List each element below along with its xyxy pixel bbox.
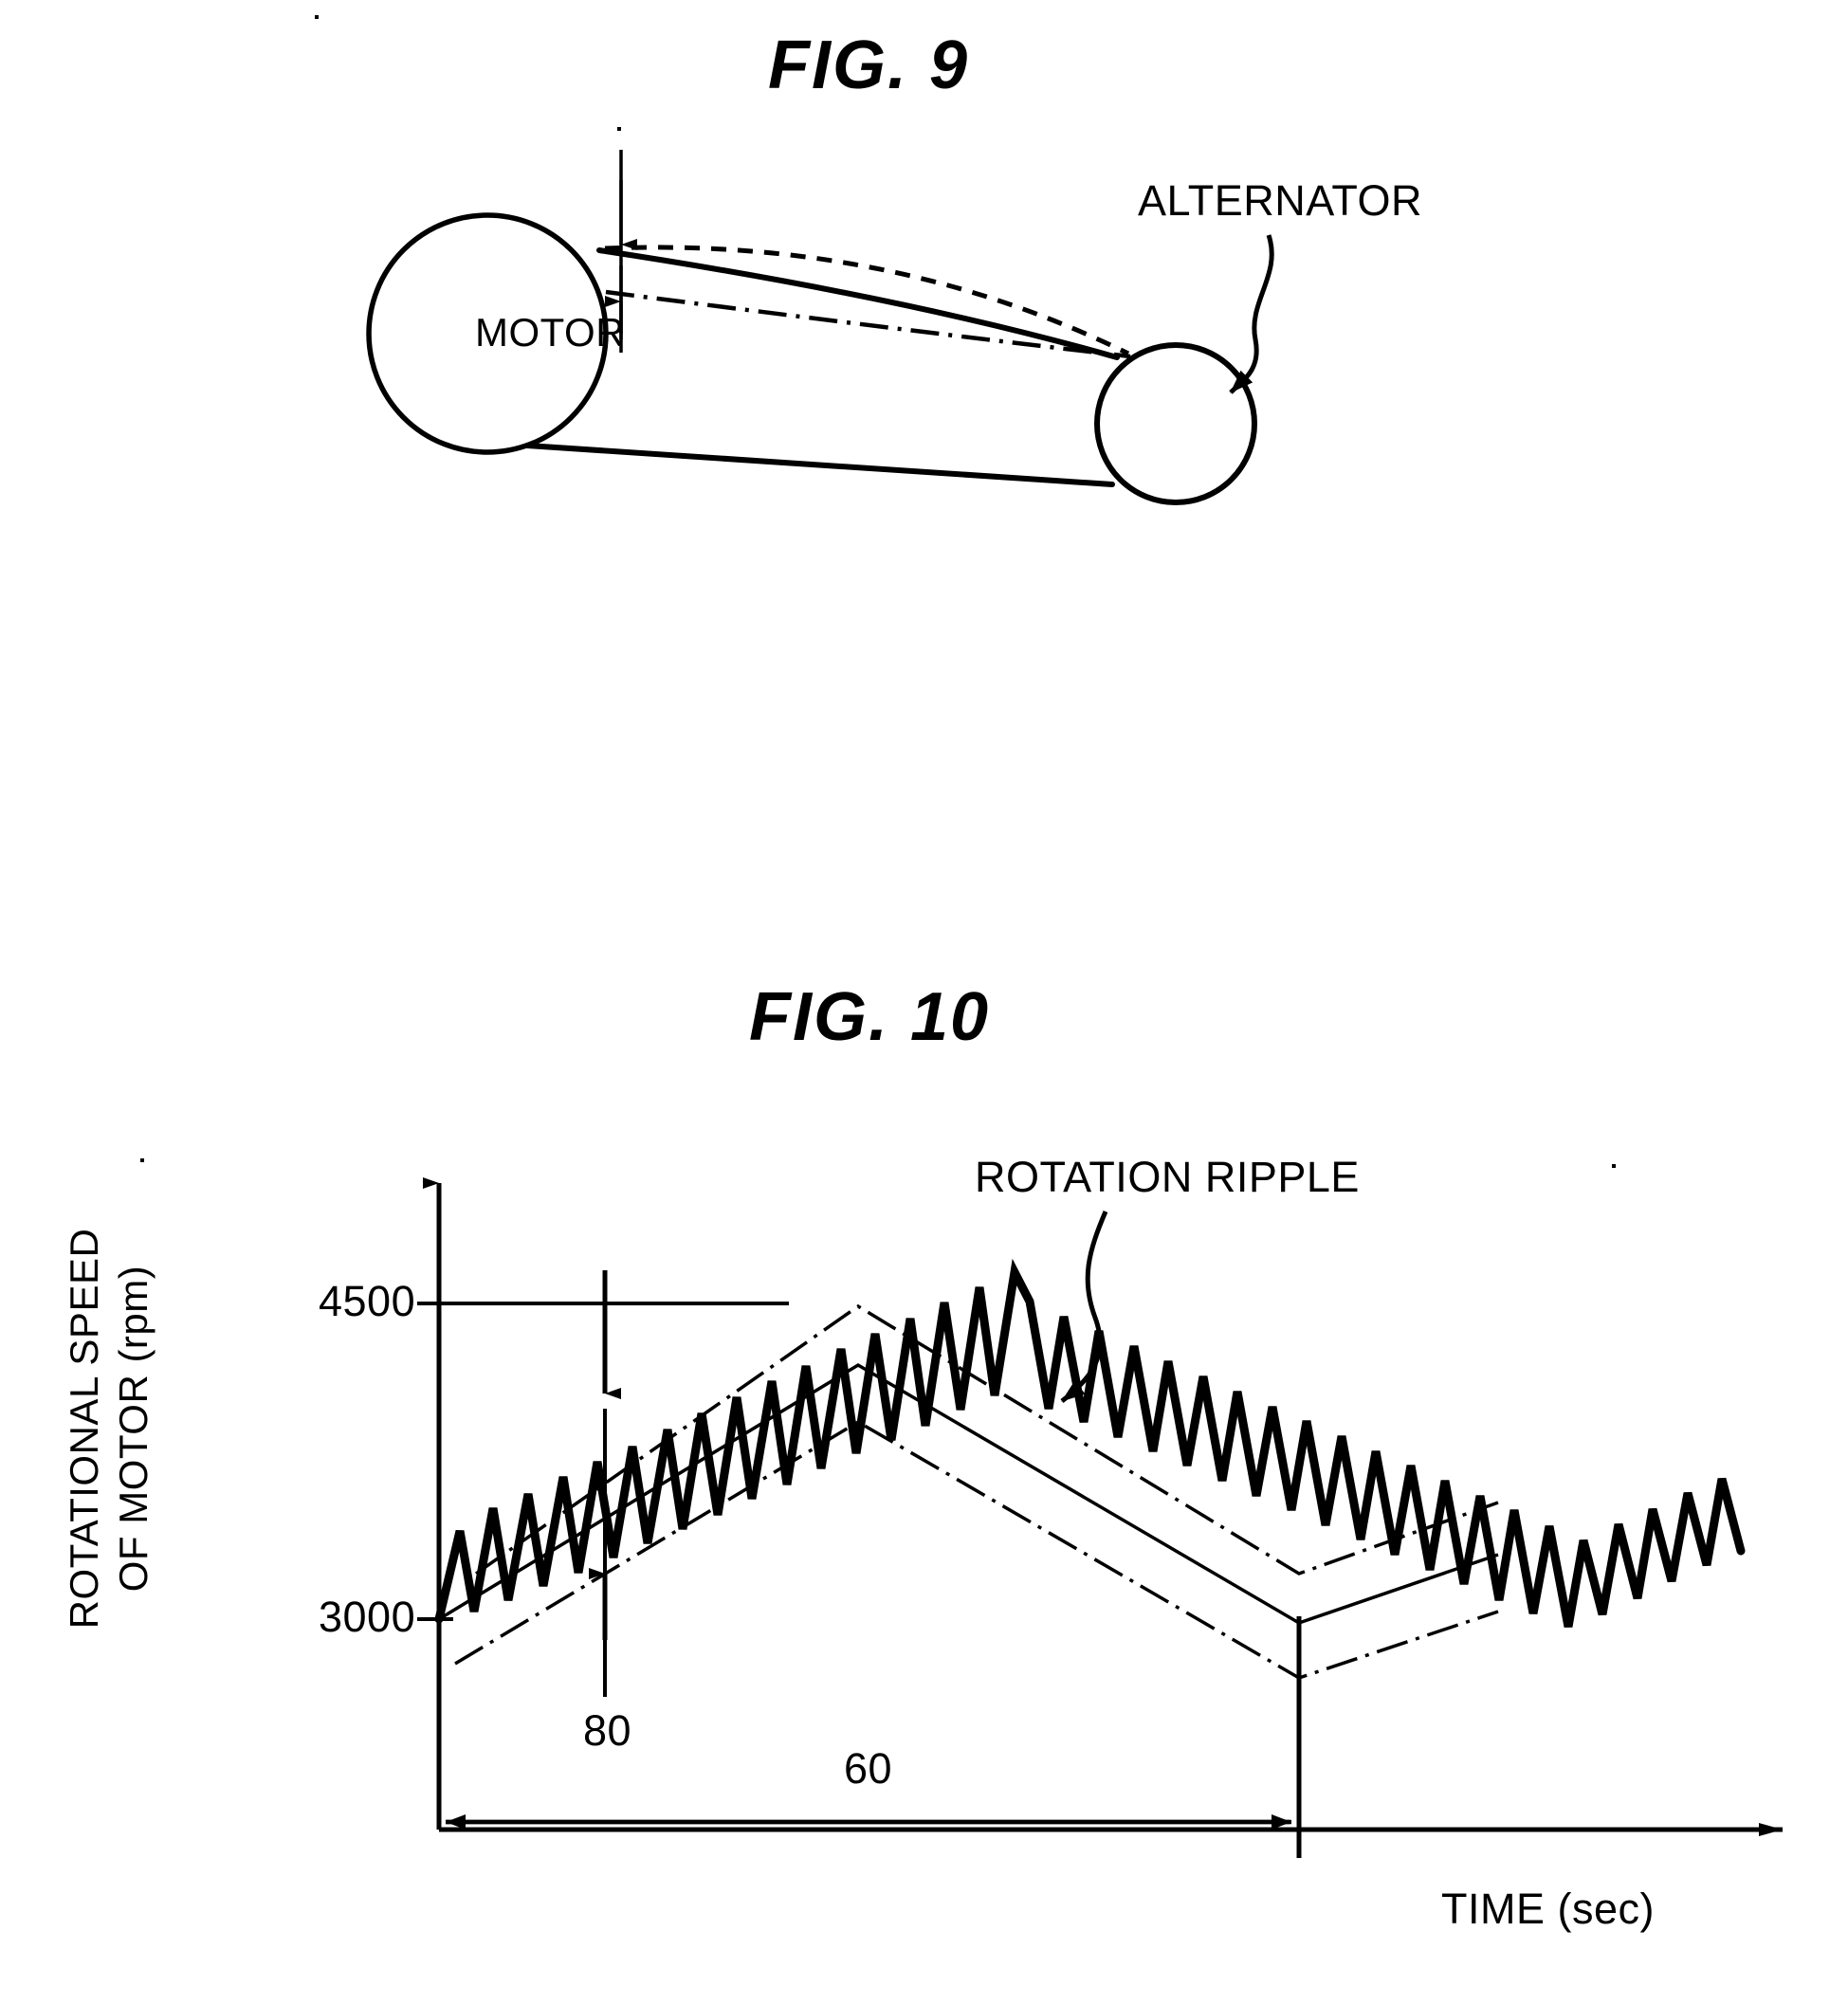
rotation-ripple-label: ROTATION RIPPLE — [975, 1153, 1360, 1201]
belt-lower-span — [524, 443, 1115, 487]
figure-10-title: FIG. 10 — [749, 979, 991, 1055]
ripple-period-annotation — [446, 1616, 1302, 1858]
motor-pulley-label: MOTOR — [475, 310, 626, 355]
y-axis-label-line-1: ROTATIONAL SPEED — [62, 1228, 106, 1630]
scan-speck — [140, 1158, 144, 1162]
rotation-speed-waveform — [434, 1258, 1746, 1628]
alternator-pulley-circle — [1094, 342, 1257, 505]
belt-vibration-upper-dashed — [604, 245, 1130, 356]
y-axis-label: ROTATIONAL SPEED OF MOTOR (rpm) — [60, 1201, 158, 1656]
lower-ripple-envelope — [454, 1419, 1499, 1680]
ripple-amplitude-value-label: 80 — [583, 1706, 632, 1755]
upper-ripple-envelope — [474, 1303, 1499, 1576]
belt-vibration-lower-dashdot — [605, 289, 1131, 359]
alternator-leader-line — [1229, 234, 1274, 394]
ripple-period-value-label: 60 — [844, 1744, 893, 1793]
y-axis-label-line-2: OF MOTOR (rpm) — [111, 1265, 156, 1593]
mean-speed-trend-line — [438, 1362, 1499, 1625]
y-axis-tick-label-4500: 4500 — [319, 1277, 416, 1325]
belt-upper-span-solid — [596, 247, 1120, 360]
scan-speck — [1612, 1164, 1616, 1168]
alternator-label: ALTERNATOR — [1138, 176, 1423, 225]
x-axis-label: TIME (sec) — [1441, 1885, 1655, 1933]
figure-9-title: FIG. 9 — [768, 27, 970, 103]
scan-speck — [1521, 1543, 1525, 1547]
scan-speck — [315, 15, 319, 19]
y-axis-tick-label-3000: 3000 — [319, 1593, 416, 1641]
figure-10-plot — [434, 1258, 1746, 1680]
scan-speck — [617, 127, 621, 131]
rotation-ripple-leader-line — [1060, 1211, 1108, 1403]
